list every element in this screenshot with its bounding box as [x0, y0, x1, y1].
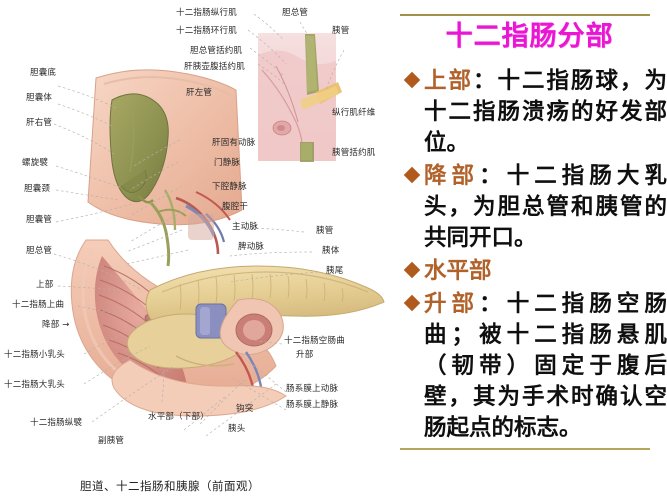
annotation-label: 胰管 — [316, 226, 334, 236]
annotation-label: 主动脉 — [232, 222, 259, 232]
annotation-label: 十二指肠大乳头 — [4, 380, 65, 390]
bullet-item-superior: 上部：十二指肠球，为十二指肠溃疡的好发部位。 — [392, 66, 667, 159]
annotation-label: 胆囊管 — [26, 215, 53, 225]
bullet-separator: ： — [479, 291, 507, 317]
annotation-label: 胆总管 — [282, 8, 309, 18]
annotation-label: 胰尾 — [326, 266, 344, 276]
annotation-label: 上部 — [36, 280, 54, 290]
annotation-label: 胆囊体 — [26, 93, 53, 103]
bullet-separator: ： — [479, 163, 507, 189]
annotation-label: 肠系膜上静脉 — [286, 400, 339, 410]
bullet-item-horizontal: 水平部 — [392, 256, 667, 287]
diamond-bullet-icon — [403, 71, 421, 89]
sphincter-inset — [258, 33, 342, 162]
top-divider-rule — [400, 14, 650, 16]
annotation-label: 肝胰壶腹括约肌 — [184, 62, 245, 72]
annotation-label: 纵行肌纤维 — [332, 108, 376, 118]
bullet-body-text: 十二指肠空肠曲；被十二指肠悬肌（韧带）固定于腹后壁，其为手术时确认空肠起点的标志… — [424, 291, 667, 441]
bullet-heading: 水平部 — [424, 258, 492, 284]
anatomy-illustration: 十二指肠纵行肌 十二指肠环行肌 胆总管括约肌 肝胰壶腹括约肌 胆总管 胰管 纵行… — [4, 8, 385, 493]
annotation-label: 胆囊颈 — [24, 184, 51, 194]
bullet-body-text: 十二指肠球，为十二指肠溃疡的好发部位。 — [424, 68, 667, 156]
annotation-label: 十二指肠小乳头 — [4, 350, 65, 360]
annotation-label: 胆囊底 — [30, 68, 57, 78]
annotation-label: 胰管括约肌 — [332, 148, 376, 158]
bullet-body-text: 十二指肠大乳头，为胆总管和胰管的共同开口。 — [424, 163, 667, 251]
annotation-label: 胆总管 — [26, 246, 53, 256]
annotation-label: 胰管 — [332, 26, 350, 36]
bullet-separator: ： — [473, 68, 498, 94]
annotation-label: 水平部（下部） — [148, 412, 209, 422]
annotation-label: 十二指肠纵行肌 — [176, 8, 237, 18]
annotation-label: 十二指肠纵襞 — [30, 418, 83, 428]
figure-caption: 胆道、十二指肠和胰腺（前面观） — [80, 479, 260, 493]
annotation-label: 螺旋襞 — [22, 158, 49, 168]
annotation-label: 肝固有动脉 — [212, 138, 256, 148]
text-panel: 十二指肠分部 上部：十二指肠球，为十二指肠溃疡的好发部位。 降部：十二指肠大乳头… — [392, 0, 667, 500]
page-title: 十二指肠分部 — [445, 21, 614, 52]
annotation-label: 肝右管 — [26, 118, 53, 128]
annotation-label: 胆总管括约肌 — [190, 46, 243, 56]
pancreas — [111, 265, 385, 417]
duodenum-and-biliary — [87, 69, 243, 267]
annotation-label: 门静脉 — [214, 158, 241, 168]
bullet-heading: 降部 — [424, 163, 480, 189]
annotation-label: 钩突 — [236, 404, 254, 414]
annotation-label: 肝左管 — [186, 88, 213, 98]
annotation-label: 降部 → — [42, 320, 70, 330]
annotation-label: 脾动脉 — [238, 242, 265, 252]
annotation-label: 腹腔干 — [222, 202, 249, 212]
annotation-label: 胰体 — [322, 246, 340, 256]
annotation-label: 胰头 — [228, 424, 246, 434]
bullet-heading: 上部 — [424, 68, 473, 94]
annotation-label: 十二指肠环行肌 — [176, 26, 237, 36]
annotation-label: 升部 — [296, 350, 314, 360]
diamond-bullet-icon — [403, 294, 421, 312]
bullet-list: 上部：十二指肠球，为十二指肠溃疡的好发部位。 降部：十二指肠大乳头，为胆总管和胰… — [392, 66, 667, 446]
bullet-item-ascending: 升部：十二指肠空肠曲；被十二指肠悬肌（韧带）固定于腹后壁，其为手术时确认空肠起点… — [392, 289, 667, 444]
annotation-label: 副胰管 — [98, 436, 125, 446]
bottom-divider-rule — [400, 448, 650, 450]
annotation-label: 十二指肠空肠曲 — [284, 336, 345, 346]
leader-lines — [53, 13, 345, 437]
annotation-label: 下腔静脉 — [212, 182, 247, 192]
diamond-bullet-icon — [403, 261, 421, 279]
annotation-label: 肠系膜上动脉 — [286, 384, 339, 394]
anatomy-artwork — [53, 13, 385, 437]
diamond-bullet-icon — [403, 166, 421, 184]
annotation-label: 十二指肠上曲 — [12, 300, 65, 310]
bullet-item-descending: 降部：十二指肠大乳头，为胆总管和胰管的共同开口。 — [392, 161, 667, 254]
bullet-heading: 升部 — [424, 291, 480, 317]
